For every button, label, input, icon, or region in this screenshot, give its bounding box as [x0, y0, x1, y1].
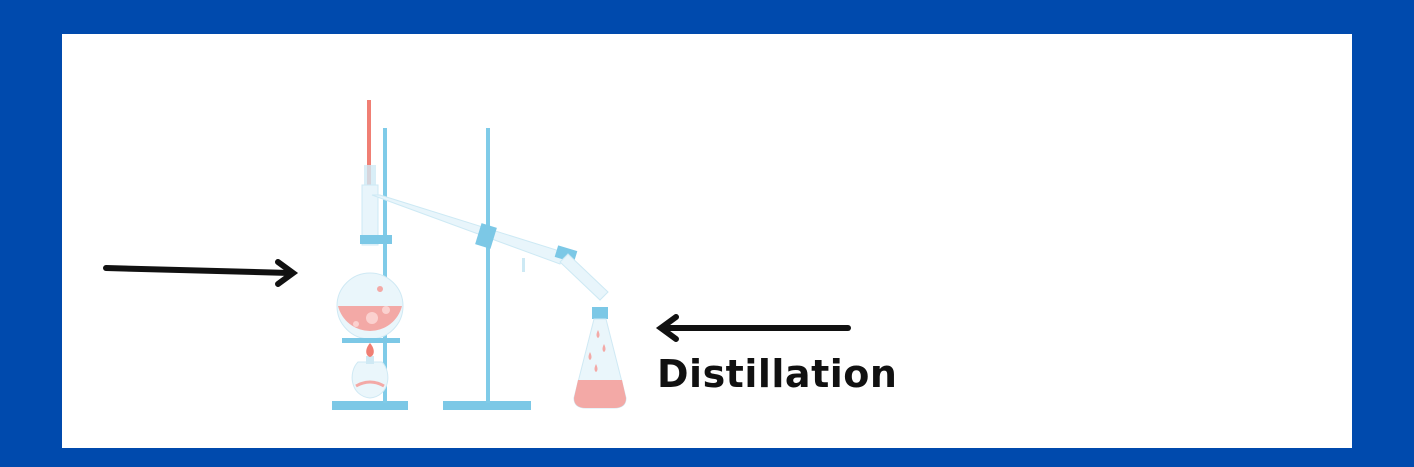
receiving-flask [573, 307, 627, 409]
diagram-panel [62, 34, 1352, 448]
thermometer [364, 100, 376, 210]
right-arrow [655, 314, 851, 342]
condenser [371, 194, 609, 301]
diagram-label: Distillation [657, 352, 898, 396]
round-bottom-flask [336, 184, 404, 340]
retort-stand-left [332, 128, 408, 410]
burner [351, 343, 389, 399]
left-arrow [103, 259, 299, 287]
ring-support [342, 338, 400, 343]
retort-stand-right [443, 128, 531, 410]
